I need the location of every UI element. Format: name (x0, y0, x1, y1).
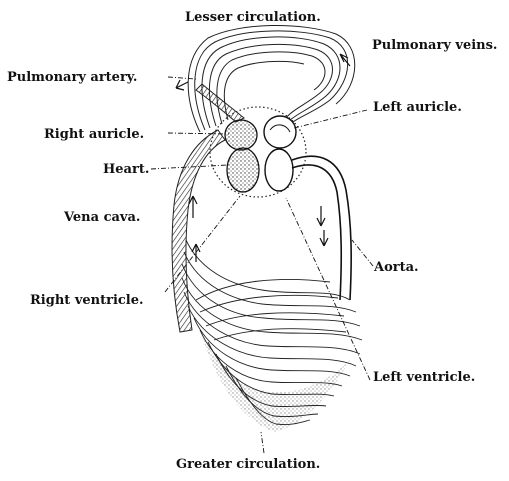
label-right-auricle: Right auricle. (44, 128, 144, 141)
label-vena-cava: Vena cava. (64, 211, 140, 224)
label-greater-circulation: Greater circulation. (176, 458, 320, 471)
right-ventricle-shape (227, 148, 259, 192)
lesser-circulation-vessels (188, 25, 355, 132)
label-pulmonary-veins: Pulmonary veins. (372, 39, 497, 52)
capillary-mass (200, 330, 350, 432)
label-left-ventricle: Left ventricle. (373, 371, 475, 384)
label-aorta: Aorta. (374, 261, 419, 274)
arrow-aorta-lower-icon (320, 230, 328, 246)
right-auricle-shape (225, 120, 257, 150)
arrow-aorta-icon (317, 206, 325, 226)
label-heart: Heart. (103, 163, 149, 176)
label-left-auricle: Left auricle. (373, 101, 462, 114)
arrow-pulmonary-artery-icon (176, 80, 188, 90)
left-ventricle-shape (265, 149, 293, 191)
arrow-pulmonary-veins-icon (340, 54, 350, 66)
arrow-vena-cava-icon (189, 196, 197, 218)
aorta-vessel (292, 156, 351, 300)
label-right-ventricle: Right ventricle. (30, 294, 144, 307)
left-auricle-shape (264, 116, 296, 148)
label-pulmonary-artery: Pulmonary artery. (7, 71, 137, 84)
label-lesser-circulation: Lesser circulation. (185, 11, 321, 24)
vena-cava-vessel (172, 130, 225, 332)
